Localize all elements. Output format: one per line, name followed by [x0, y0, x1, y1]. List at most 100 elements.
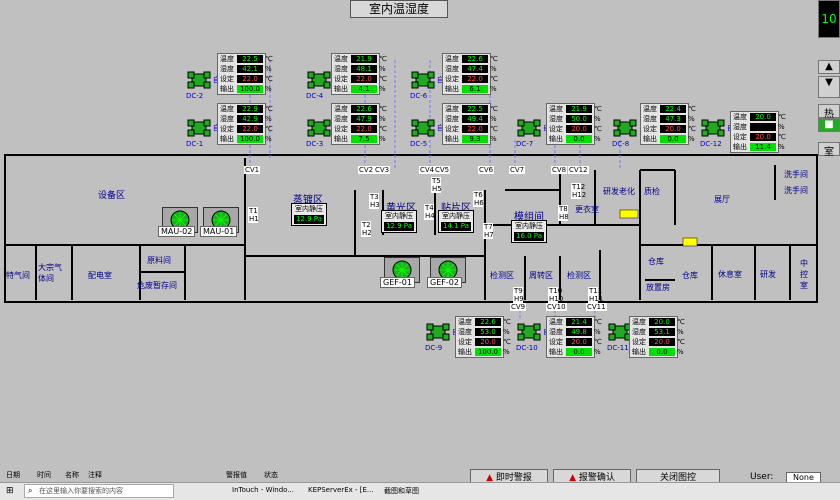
- valve-cv4[interactable]: CV4: [419, 166, 436, 174]
- sensor-t10[interactable]: T10 H10: [548, 287, 564, 303]
- taskbar-search[interactable]: 在这里输入你要搜索的内容: [24, 484, 174, 498]
- start-icon[interactable]: ⊞: [6, 486, 14, 496]
- valve-cv8[interactable]: CV8: [551, 166, 568, 174]
- dc-unit-icon[interactable]: [516, 322, 542, 344]
- dc-unit-label: DC-9: [425, 344, 443, 352]
- dc-unit-icon[interactable]: [306, 70, 332, 92]
- sensor-t11[interactable]: T11 H11: [588, 287, 604, 303]
- sensor-t2[interactable]: T2 H2: [361, 221, 372, 237]
- fan-mau02-label: MAU-02: [158, 226, 196, 237]
- valve-cv11[interactable]: CV11: [586, 303, 607, 311]
- dc-field-unit: %: [379, 85, 386, 93]
- sensor-t8[interactable]: T8 H8: [558, 205, 569, 221]
- alarm-col-note: 注释: [88, 471, 102, 479]
- valve-cv5[interactable]: CV5: [434, 166, 451, 174]
- taskbar-app-snip[interactable]: 截图和草图: [384, 487, 419, 495]
- dc-field-label: 设定: [445, 125, 459, 133]
- dc-unit-icon[interactable]: [186, 70, 212, 92]
- sensor-t4[interactable]: T4 H4: [424, 204, 435, 220]
- dc-field-unit: ℃: [490, 55, 498, 63]
- room-special-gas: 特气间: [6, 271, 30, 280]
- taskbar-app-kepserver[interactable]: KEPServerEx - [E...: [308, 486, 374, 494]
- dc-field-unit: ℃: [677, 318, 685, 326]
- dc-field-value: 6.1: [462, 85, 488, 93]
- dc-field-label: 湿度: [733, 123, 747, 131]
- dc-unit-icon[interactable]: [425, 322, 451, 344]
- dc-field-label: 设定: [733, 133, 747, 141]
- dc-unit-icon[interactable]: [516, 118, 542, 140]
- dc-unit-icon[interactable]: [306, 118, 332, 140]
- dc-field-unit: ℃: [688, 125, 696, 133]
- dc-field-unit: %: [265, 65, 272, 73]
- alarm-col-time: 时间: [37, 471, 51, 479]
- dc-unit-icon[interactable]: [607, 322, 633, 344]
- dc-unit-icon[interactable]: [186, 118, 212, 140]
- dc-field-value: 0.0: [660, 135, 686, 143]
- dc-field-unit: %: [778, 123, 785, 131]
- dc-field-unit: ℃: [379, 125, 387, 133]
- room-warehouse2: 仓库: [682, 271, 698, 280]
- dc-field-value: 22.0: [237, 75, 263, 83]
- dc-field-value: 50.0: [566, 115, 592, 123]
- valve-cv12[interactable]: CV12: [568, 166, 589, 174]
- dc-field-label: 湿度: [445, 115, 459, 123]
- sensor-t7[interactable]: T7 H7: [483, 223, 494, 239]
- dc-field-label: 湿度: [334, 65, 348, 73]
- room-yellow: 黄光区: [386, 203, 416, 214]
- valve-cv10[interactable]: CV10: [546, 303, 567, 311]
- dc-field-value: 4.1: [351, 85, 377, 93]
- dc-field-label: 输出: [643, 135, 657, 143]
- dc-field-value: 11.4: [750, 143, 776, 151]
- room-module: 模组间: [514, 212, 544, 223]
- dc-field-label: 输出: [445, 85, 459, 93]
- taskbar-app-intouch[interactable]: InTouch - Windo...: [232, 486, 294, 494]
- dc-field-label: 设定: [445, 75, 459, 83]
- dc-field-label: 温度: [632, 318, 646, 326]
- valve-cv7[interactable]: CV7: [509, 166, 526, 174]
- sensor-t5[interactable]: T5 H5: [431, 177, 442, 193]
- valve-cv9[interactable]: CV9: [510, 303, 527, 311]
- dc-field-label: 输出: [549, 348, 563, 356]
- dc-field-unit: ℃: [379, 75, 387, 83]
- dc-field-unit: ℃: [778, 133, 786, 141]
- dc-field-value: 22.4: [660, 105, 686, 113]
- valve-cv6[interactable]: CV6: [478, 166, 495, 174]
- sensor-t6[interactable]: T6 H6: [473, 191, 484, 207]
- room-hazard: 危废暂存间: [137, 281, 177, 290]
- dc-field-label: 温度: [334, 105, 348, 113]
- dc-field-unit: %: [677, 328, 684, 336]
- dc-field-unit: %: [594, 328, 601, 336]
- dc-field-value: 21.9: [351, 55, 377, 63]
- scroll-up-button[interactable]: ▲: [818, 60, 840, 74]
- dc-field-label: 湿度: [334, 115, 348, 123]
- sensor-t1[interactable]: T1 H1: [248, 207, 259, 223]
- alarm-col-status: 状态: [264, 471, 278, 479]
- dc-field-unit: %: [688, 115, 695, 123]
- sensor-t3[interactable]: T3 H3: [369, 193, 380, 209]
- room-warehouse1: 仓库: [648, 257, 664, 266]
- dc-unit-icon[interactable]: [612, 118, 638, 140]
- valve-cv3[interactable]: CV3: [374, 166, 391, 174]
- valve-cv2[interactable]: CV2: [358, 166, 375, 174]
- dc-field-label: 设定: [458, 338, 472, 346]
- sensor-t12[interactable]: T12 H12: [571, 183, 587, 199]
- search-icon: ⌕: [28, 486, 33, 495]
- dc-unit-icon[interactable]: [410, 118, 436, 140]
- valve-cv1[interactable]: CV1: [244, 166, 261, 174]
- dc-unit-label: DC-2: [186, 92, 204, 100]
- dc-field-value: 53.1: [649, 328, 675, 336]
- dc-unit-icon[interactable]: [410, 70, 436, 92]
- dc-field-unit: %: [594, 115, 601, 123]
- dc-field-label: 设定: [549, 125, 563, 133]
- dc-field-value: 20.0: [660, 125, 686, 133]
- sensor-t9[interactable]: T9 H9: [513, 287, 524, 303]
- dc-field-unit: ℃: [490, 75, 498, 83]
- dc-field-label: 湿度: [220, 115, 234, 123]
- dc-field-value: 100.0: [237, 85, 263, 93]
- dc-unit-icon[interactable]: [700, 118, 726, 140]
